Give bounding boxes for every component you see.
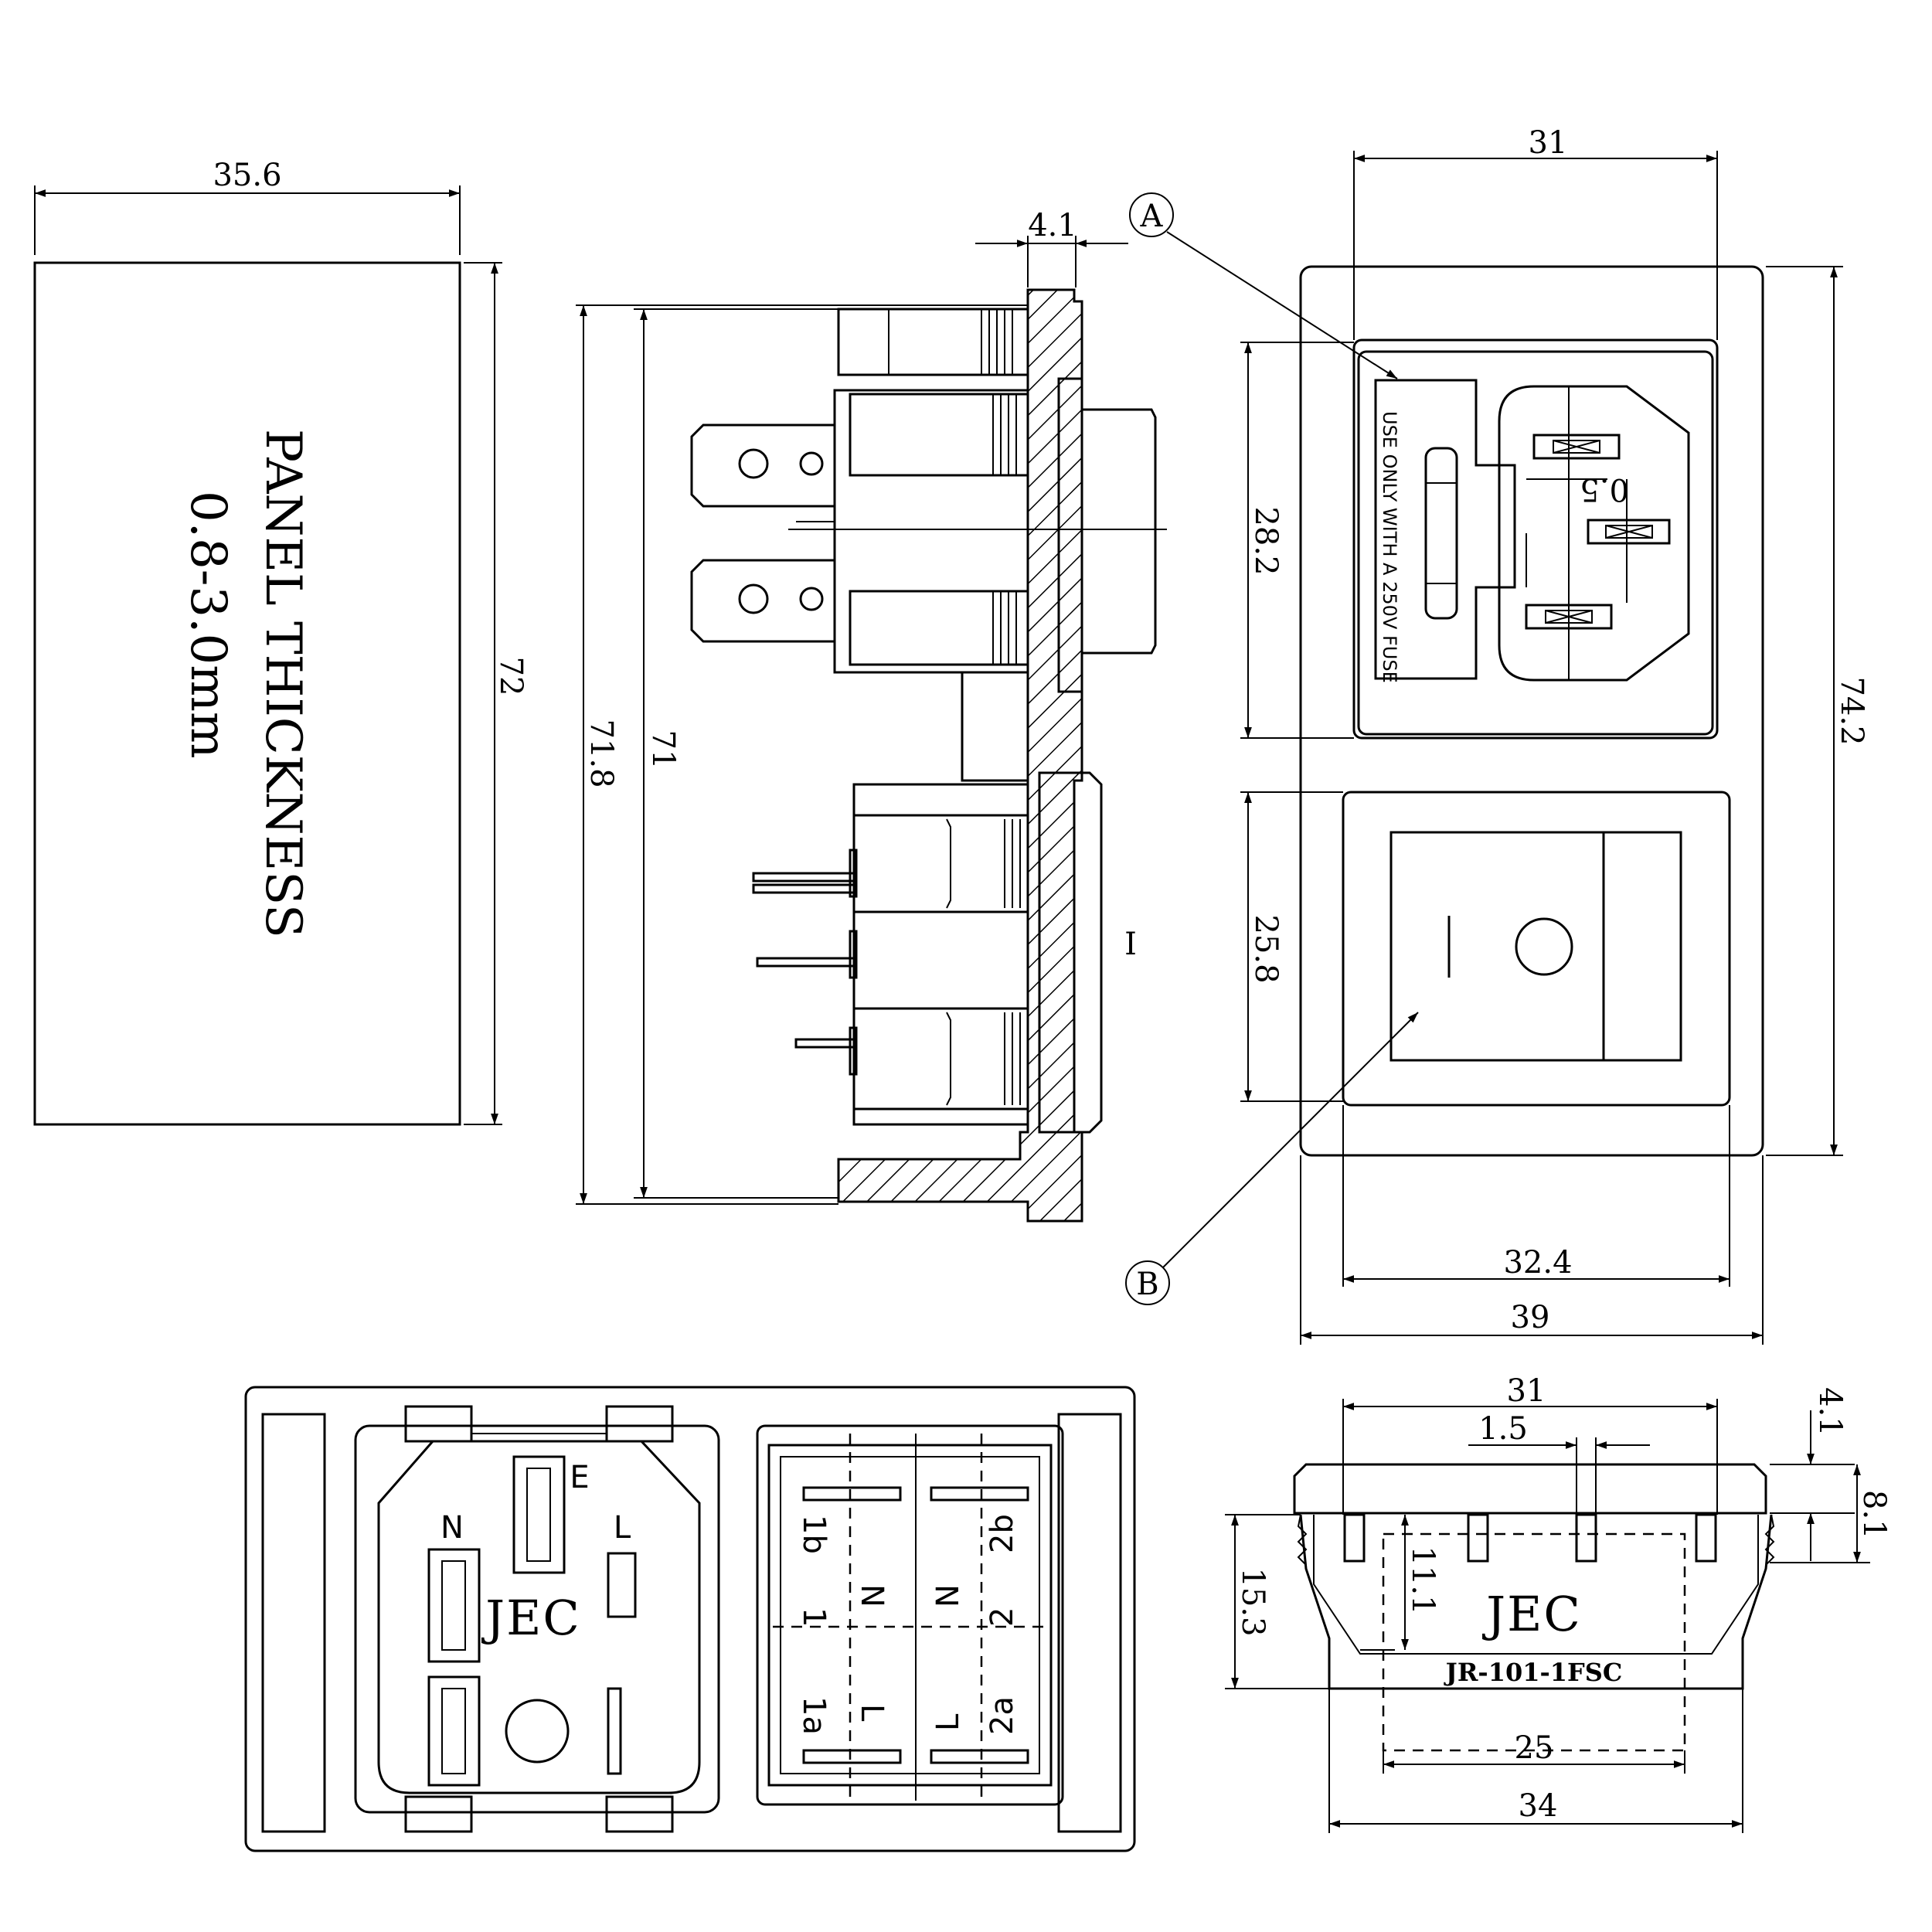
back-pin-n [427,1548,481,1663]
fuse-rating-label: 0.5 [1580,471,1629,507]
bottom-top-width-label: 31 [1507,1373,1546,1409]
callout-a-label: A [1140,199,1164,234]
switch-body [852,783,1029,1126]
callout-b-leader [1162,1012,1419,1268]
terminal-label-l-right: L [930,1713,966,1731]
fuse-icon [1424,447,1458,620]
back-pin-l [607,1552,637,1618]
switch-bezel [1342,791,1731,1107]
hatched-flange-section [837,288,1083,1223]
bottom-body-outline [1299,1514,1773,1690]
side-view: I 71.8 71 4.1 [576,208,1167,1223]
bottom-total-width-label: 34 [1519,1788,1558,1824]
bottom-tab-label: 1.5 [1478,1411,1528,1447]
back-pin-e [512,1455,566,1574]
pin-label-e: E [570,1460,589,1495]
inlet-top-block [837,308,1029,376]
bottom-hidden-outline [1382,1532,1686,1752]
pin-label-n: N [440,1510,464,1546]
front-bezel [1299,265,1764,1157]
off-symbol [1515,917,1573,976]
back-brand-logo: JEC [481,1590,581,1646]
terminal-label-l-left: L [854,1704,889,1722]
back-housing [244,1386,1136,1852]
panel-thickness-value: 0.8-3.0mm [179,491,236,759]
bottom-inner-height-label: 11.1 [1405,1546,1440,1614]
side-total-height-label: 71.8 [583,719,619,787]
panel-thickness-title: PANEL THICKNESS [254,429,311,938]
pin-label-l: L [614,1510,631,1546]
callout-b-bubble [1125,1260,1170,1305]
bottom-view: JEC JR-101-1FSC 31 1.5 4.1 8.1 15.3 11.1 [1225,1373,1892,1833]
model-number: JR-101-1FSC [1444,1658,1623,1687]
terminal-label-1b: 1b [796,1515,832,1554]
panel-cutout-outline [33,261,461,1126]
back-right-clip [1057,1413,1122,1833]
callout-b-label: B [1136,1267,1158,1302]
panel-height-label: 72 [493,657,529,696]
inlet-body [833,389,1029,674]
back-hole [505,1699,570,1764]
front-switch-width-label: 32.4 [1503,1245,1572,1281]
callout-a-leader [1166,231,1398,379]
back-pin-bottom [427,1675,481,1787]
front-switch-height-label: 25.8 [1248,914,1284,983]
inlet-outer [1352,338,1719,740]
switch-terminal-1a [802,1749,902,1764]
terminal-label-2b: 2b [985,1514,1020,1553]
terminal-label-n-left: N [854,1584,889,1607]
bottom-inner-width-label: 25 [1515,1730,1554,1766]
inlet-pin-mid [1587,519,1671,545]
front-inlet-height-label: 28.2 [1248,506,1284,575]
bottom-left-height-label: 15.3 [1235,1567,1270,1636]
inlet-pin-bottom [1525,604,1613,630]
side-switch-mark: I [1124,927,1137,962]
terminal-label-n-right: N [930,1584,966,1607]
terminal-label-2a: 2a [985,1696,1020,1735]
back-left-clip [261,1413,326,1833]
terminal-label-2: 2 [985,1607,1020,1627]
bottom-flange-label: 4.1 [1812,1387,1848,1437]
bottom-brand-logo: JEC [1481,1586,1582,1642]
bottom-depth-label: 8.1 [1856,1490,1892,1539]
front-view: USE ONLY WITH A 250V FUSE 0.5 A B [1125,125,1869,1345]
front-total-height-label: 74.2 [1834,676,1869,745]
panel-cutout-view: PANEL THICKNESS 0.8-3.0mm 35.6 72 [33,158,529,1126]
side-inner-height-label: 71 [645,730,681,770]
flange-label: 4.1 [1028,208,1077,243]
fuse-warning-label: USE ONLY WITH A 250V FUSE [1379,411,1400,683]
switch-back-frame [756,1424,1064,1806]
front-total-width-label: 39 [1511,1300,1550,1335]
rocker-button [1389,831,1682,1062]
inlet-pin-top [1532,434,1621,460]
spade-terminal-upper [690,423,835,508]
terminal-label-1a: 1a [796,1696,832,1735]
terminal-label-1: 1 [796,1607,832,1627]
panel-width-label: 35.6 [213,158,281,193]
inlet-back-frame [354,1424,720,1814]
back-view: N E L JEC 1b 1 1a 2b 2 2a N L N L [244,1386,1136,1852]
spade-terminal-lower [690,559,835,643]
switch-back-body [767,1444,1053,1787]
switch-terminal-1b [802,1486,902,1502]
bottom-flange [1293,1463,1767,1515]
fuse-drawer [1374,379,1516,680]
iec-inlet-socket [1498,385,1690,682]
inlet-front-face [1082,408,1157,655]
front-inlet-width-label: 31 [1529,125,1568,161]
inlet-back-outline [377,1440,701,1794]
switch-terminal-2a [930,1749,1029,1764]
switch-terminal-2b [930,1486,1029,1502]
callout-a-bubble [1129,192,1174,237]
